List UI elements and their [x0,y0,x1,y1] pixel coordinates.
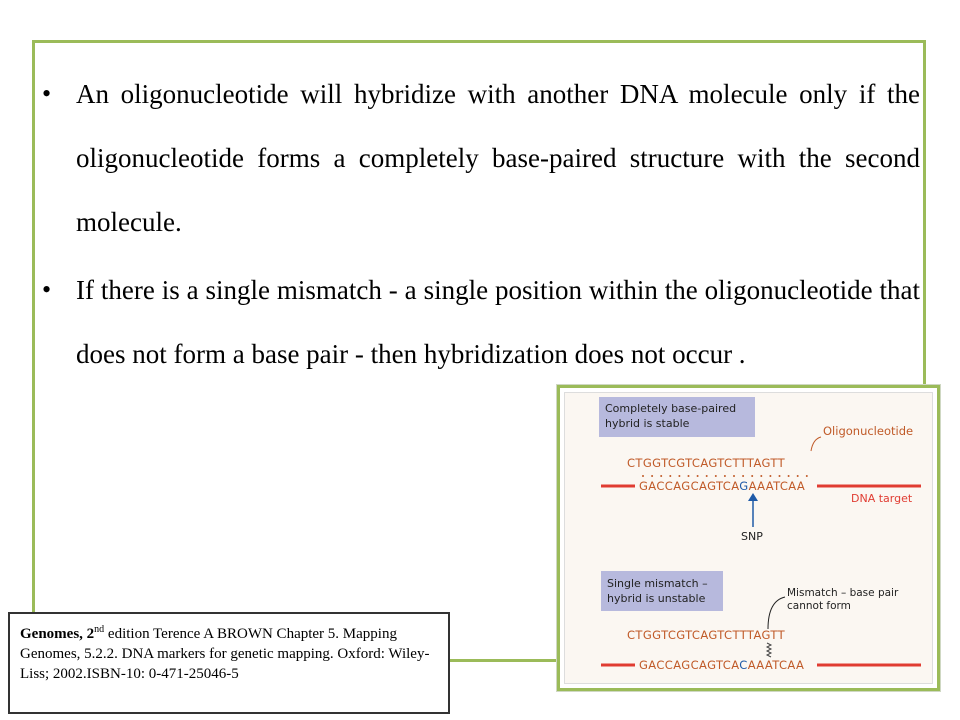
base-pair-dot [678,475,681,477]
oligo-sequence-unstable: CTGGTCGTCAGTCTTTAGTT [627,628,786,642]
snp-label: SNP [741,530,763,543]
hybridization-figure: Completely base-paired hybrid is stable … [557,385,940,691]
base-pair-dot [687,475,690,477]
oligonucleotide-label: Oligonucleotide [823,424,913,438]
unstable-label-box [601,571,723,611]
stable-label-box [599,397,755,437]
base-pair-dot [760,475,763,477]
bullet-item: An oligonucleotide will hybridize with a… [40,62,920,254]
stable-label-line1: Completely base-paired [605,402,736,415]
mismatch-label-line1: Mismatch – base pair [787,587,899,599]
base-pair-dot [660,475,663,477]
hybridization-diagram: Completely base-paired hybrid is stable … [599,397,921,672]
base-pair-dot [714,475,717,477]
base-pair-dot [796,475,799,477]
base-pair-dot [723,475,726,477]
base-pair-dot [805,475,808,477]
snp-arrow-head [748,493,758,501]
bullet-list: An oligonucleotide will hybridize with a… [40,62,920,390]
mismatch-leader [767,596,786,630]
citation-title: Genomes, 2 [20,626,95,642]
base-pair-dots-stable [642,475,808,477]
slide-frame [32,40,926,662]
mismatch-label-line2: cannot form [787,600,851,612]
base-pair-dot [742,475,745,477]
base-pair-dot [705,475,708,477]
stable-label-line2: hybrid is stable [605,417,690,430]
base-pair-dot [787,475,790,477]
citation-text: edition Terence A BROWN Chapter 5. Mappi… [20,626,430,682]
unstable-label-line2: hybrid is unstable [607,592,706,605]
oligonucleotide-leader [810,436,822,452]
base-pair-dot [751,475,754,477]
base-pair-dot [778,475,781,477]
citation-box: Genomes, 2nd edition Terence A BROWN Cha… [8,612,450,714]
base-pair-dot [669,475,672,477]
oligo-sequence-stable: CTGGTCGTCAGTCTTTAGTT [627,456,786,470]
unstable-label-line1: Single mismatch – [607,577,708,590]
target-sequence-stable: GACCAGCAGTCAGAAATCAA [639,479,805,493]
base-pair-dot [769,475,772,477]
base-pair-dot [642,475,644,477]
bullet-item: If there is a single mismatch - a single… [40,258,920,386]
target-sequence-unstable: GACCAGCAGTCACAAATCAA [639,658,804,672]
base-pair-dot [733,475,735,477]
base-pair-dot [696,475,699,477]
mismatch-squiggle [765,642,773,658]
figure-panel: Completely base-paired hybrid is stable … [564,392,933,684]
dna-target-label: DNA target [851,492,913,505]
citation-superscript: nd [94,624,105,635]
base-pair-dot [651,475,654,477]
